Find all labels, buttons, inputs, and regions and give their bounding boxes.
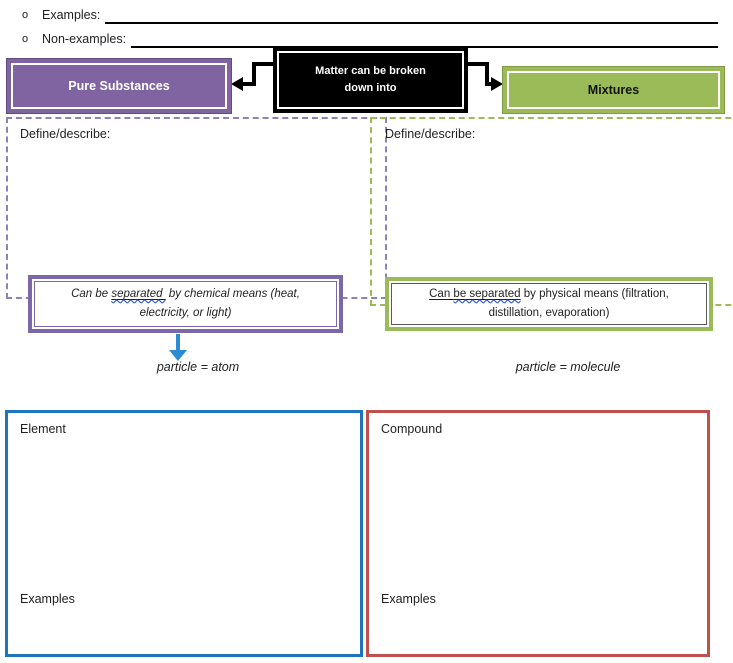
element-title: Element xyxy=(20,422,66,436)
chemical-separation-pre: Can be xyxy=(71,288,112,300)
pure-substances-title: Pure Substances xyxy=(68,79,170,93)
chemical-separation-underlined: separated xyxy=(111,288,166,300)
mixtures-title-box: Mixtures xyxy=(502,66,725,114)
physical-separation-rest: by physical means (filtration, xyxy=(520,288,669,300)
chemical-separation-box: Can be separated by chemical means (heat… xyxy=(28,275,343,333)
chemical-separation-text: Can be separated by chemical means (heat… xyxy=(34,281,337,327)
mixtures-title: Mixtures xyxy=(587,83,640,97)
connector-right-segment xyxy=(486,82,492,86)
connector-left-segment xyxy=(242,82,256,86)
particle-molecule-label: particle = molecule xyxy=(515,360,621,374)
examples-label: Examples: xyxy=(42,8,101,22)
mixtures-define-label: Define/describe: xyxy=(385,127,476,141)
blue-down-arrow-shaft xyxy=(176,334,180,351)
connector-right-segment xyxy=(485,62,489,86)
mixtures-title-inner: Mixtures xyxy=(507,71,720,109)
physical-separation-text: Can be separated by physical means (filt… xyxy=(391,283,707,325)
physical-separation-u-plain: Can xyxy=(429,288,454,300)
non-examples-row: o Non-examples: xyxy=(22,29,718,48)
compound-title: Compound xyxy=(381,422,443,436)
bullet-marker: o xyxy=(22,33,29,45)
compound-examples-label: Examples xyxy=(381,592,436,606)
matter-text-line2: down into xyxy=(344,82,397,94)
pure-substances-title-inner: Pure Substances xyxy=(11,63,227,109)
physical-separation-u-wavy: be separated xyxy=(453,288,521,300)
bullet-marker: o xyxy=(22,9,29,21)
element-answer-box[interactable]: Element Examples xyxy=(5,410,363,657)
non-examples-blank-line[interactable] xyxy=(131,31,718,48)
element-examples-label: Examples xyxy=(20,592,75,606)
chemical-separation-line1: Can be separated by chemical means (heat… xyxy=(35,285,336,304)
physical-separation-line2: distillation, evaporation) xyxy=(488,307,610,319)
examples-row: o Examples: xyxy=(22,5,718,24)
arrowhead-left-icon xyxy=(231,77,243,91)
connector-left-segment xyxy=(252,62,274,66)
pure-define-label: Define/describe: xyxy=(20,127,111,141)
connector-right-segment xyxy=(467,62,489,66)
chemical-separation-rest: by chemical means (heat, xyxy=(165,288,300,300)
arrowhead-right-icon xyxy=(491,77,503,91)
chemical-separation-line2: electricity, or light) xyxy=(139,307,232,319)
non-examples-label: Non-examples: xyxy=(42,32,127,46)
matter-text-line1: Matter can be broken xyxy=(315,65,426,77)
examples-blank-line[interactable] xyxy=(105,7,718,24)
physical-separation-box: Can be separated by physical means (filt… xyxy=(385,277,713,331)
compound-answer-box[interactable]: Compound Examples xyxy=(366,410,710,657)
pure-substances-define-box[interactable]: Define/describe: xyxy=(6,117,387,299)
blue-down-arrow-icon xyxy=(169,350,187,361)
physical-separation-line1: Can be separated by physical means (filt… xyxy=(392,285,706,304)
matter-root-box-inner: Matter can be broken down into xyxy=(277,51,464,109)
connector-left-segment xyxy=(252,62,256,86)
matter-root-box: Matter can be broken down into xyxy=(273,47,468,113)
particle-atom-label: particle = atom xyxy=(156,360,240,374)
pure-substances-title-box: Pure Substances xyxy=(6,58,232,114)
